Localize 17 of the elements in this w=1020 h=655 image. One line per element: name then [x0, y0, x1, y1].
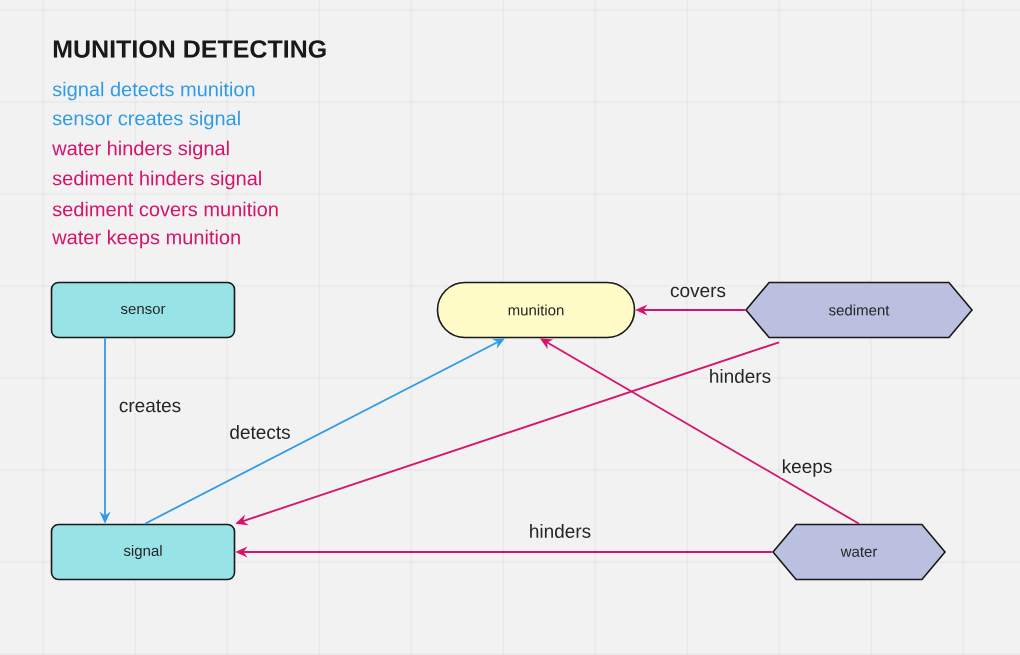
- title: MUNITION DETECTING: [53, 40, 326, 58]
- statement-text: water keeps munition: [52, 229, 240, 249]
- statement-text: sediment covers munition: [52, 201, 278, 217]
- statement-text: signal detects munition: [52, 81, 255, 101]
- terminal-box: munition: [436, 281, 636, 339]
- process-box: sensor: [50, 281, 236, 339]
- edge-label: keeps: [780, 458, 834, 478]
- edge-label: hinders: [707, 368, 773, 384]
- edge-label: hinders: [527, 523, 593, 539]
- statement-text: water hinders signal: [52, 140, 229, 160]
- arrow: [540, 338, 860, 525]
- statement-text: sediment hinders signal: [52, 170, 261, 190]
- edge-label: detects: [228, 424, 292, 440]
- process-box: signal: [50, 523, 236, 581]
- hexagon-node: sediment: [744, 281, 974, 339]
- hexagon-node: water: [771, 523, 947, 581]
- statement-text: sensor creates signal: [52, 110, 240, 130]
